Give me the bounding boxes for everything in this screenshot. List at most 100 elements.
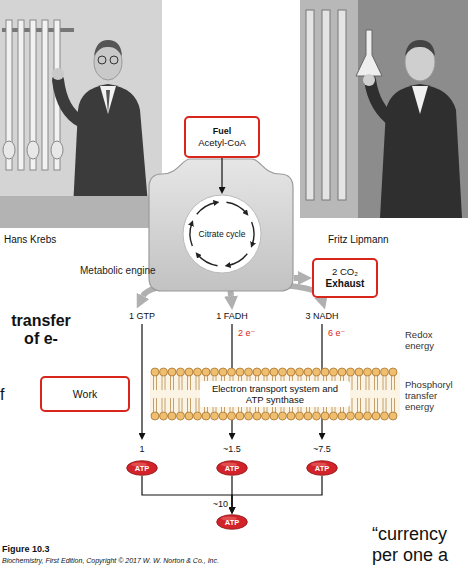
box-text: Work — [73, 388, 97, 400]
energy-label: Phosphoryl transfer energy — [405, 380, 457, 413]
cycle-arrow — [190, 223, 192, 246]
lipid-head — [228, 412, 236, 420]
lipid-head — [355, 412, 363, 420]
lipid-head — [219, 368, 227, 376]
lipid-head — [347, 412, 355, 420]
person-hand — [363, 74, 375, 86]
lipid-head — [185, 368, 193, 376]
lipid-tail — [171, 376, 174, 390]
box-text: Acetyl-CoA — [198, 137, 246, 149]
engine-heading: Metabolic engine — [80, 265, 156, 276]
lipid-head — [338, 412, 346, 420]
exhaust-arrow — [294, 275, 298, 281]
atp-text: ATP — [225, 518, 239, 527]
glass-tube — [42, 20, 48, 170]
lipid-head — [236, 368, 244, 376]
lipid-tail — [196, 376, 199, 390]
sum-bracket — [142, 476, 232, 507]
person-arm — [370, 80, 394, 122]
lipid-head — [287, 368, 295, 376]
lipid-head — [168, 412, 176, 420]
lipid-head — [372, 368, 380, 376]
lipid-head — [389, 368, 397, 376]
side-note: transfer of e- — [4, 312, 78, 349]
cycle-arrow — [252, 222, 254, 245]
cycle-disc — [183, 195, 261, 273]
atp-text: ATP — [315, 464, 329, 473]
lipid-head — [296, 412, 304, 420]
lipid-head — [151, 368, 159, 376]
atp-text: ATP — [225, 464, 239, 473]
atp-disc — [307, 461, 338, 476]
lipid-head — [185, 412, 193, 420]
photo-caption: Fritz Lipmann — [328, 234, 389, 246]
box-text: 2 CO₂ — [332, 266, 358, 278]
photo-background — [300, 0, 358, 218]
atp-disc — [217, 461, 248, 476]
lipid-head — [381, 368, 389, 376]
lipid-head — [304, 412, 312, 420]
energy-label: Redox energy — [405, 330, 457, 352]
lipid-tail — [188, 376, 191, 390]
membrane-text: Electron transport system and ATP syntha… — [200, 381, 350, 407]
lipid-head — [279, 412, 287, 420]
photo-caption: Hans Krebs — [4, 234, 56, 246]
carrier-label: 1 FADH — [207, 311, 257, 321]
lipmann-photo — [300, 0, 468, 218]
atp-oval: ATP — [306, 460, 338, 476]
lipid-tail — [366, 376, 369, 390]
glass-tube — [322, 10, 330, 200]
glass-tube — [306, 10, 314, 200]
lipid-head — [389, 412, 397, 420]
lab-bench — [0, 196, 162, 228]
atp-disc — [127, 461, 158, 476]
lipid-head — [364, 412, 372, 420]
atp-oval: ATP — [126, 460, 158, 476]
lipid-head — [330, 412, 338, 420]
lipid-tail — [366, 398, 369, 412]
glass-flask — [356, 30, 382, 76]
engine-tank: Citrate cycleMetabolic engine — [148, 158, 294, 292]
lipid-head — [364, 368, 372, 376]
atp-yield: ~7.5 — [302, 444, 342, 454]
lipid-head — [177, 368, 185, 376]
lipid-tail — [179, 398, 182, 412]
lipid-head — [304, 368, 312, 376]
box-heading: Fuel — [213, 126, 232, 137]
carrier-label: 3 NADH — [297, 311, 347, 321]
lipid-head — [194, 368, 202, 376]
person-hand — [52, 68, 64, 80]
atp-yield: ~1.5 — [212, 444, 252, 454]
lipid-head — [381, 412, 389, 420]
lipid-tail — [375, 398, 378, 412]
fuel-box: FuelAcetyl-CoA — [184, 116, 260, 158]
lipid-head — [338, 368, 346, 376]
glass-bulb — [27, 141, 39, 159]
atp-text: ATP — [135, 464, 149, 473]
lipid-tail — [392, 376, 395, 390]
lipid-head — [177, 412, 185, 420]
lipid-head — [194, 412, 202, 420]
lipid-tail — [154, 376, 157, 390]
lipid-head — [253, 368, 261, 376]
lipid-head — [211, 412, 219, 420]
sum-bracket — [231, 476, 232, 507]
atp-yield: 1 — [122, 444, 162, 454]
lipid-head — [279, 368, 287, 376]
lipid-head — [330, 368, 338, 376]
lipid-tail — [171, 398, 174, 412]
lipid-head — [160, 368, 168, 376]
side-note: “currency — [372, 524, 447, 545]
person-body — [380, 84, 462, 218]
cycle-arrow — [226, 202, 246, 213]
lipid-tail — [383, 398, 386, 412]
box-heading: Exhaust — [326, 278, 365, 290]
glass-tube — [338, 10, 346, 200]
membrane-band: Electron transport system and ATP syntha… — [150, 366, 400, 422]
copyright-line: Biochemistry, First Edition, Copyright ©… — [2, 557, 219, 565]
glass-bulb — [3, 141, 15, 159]
person-arm — [58, 80, 82, 122]
lipid-head — [262, 368, 270, 376]
